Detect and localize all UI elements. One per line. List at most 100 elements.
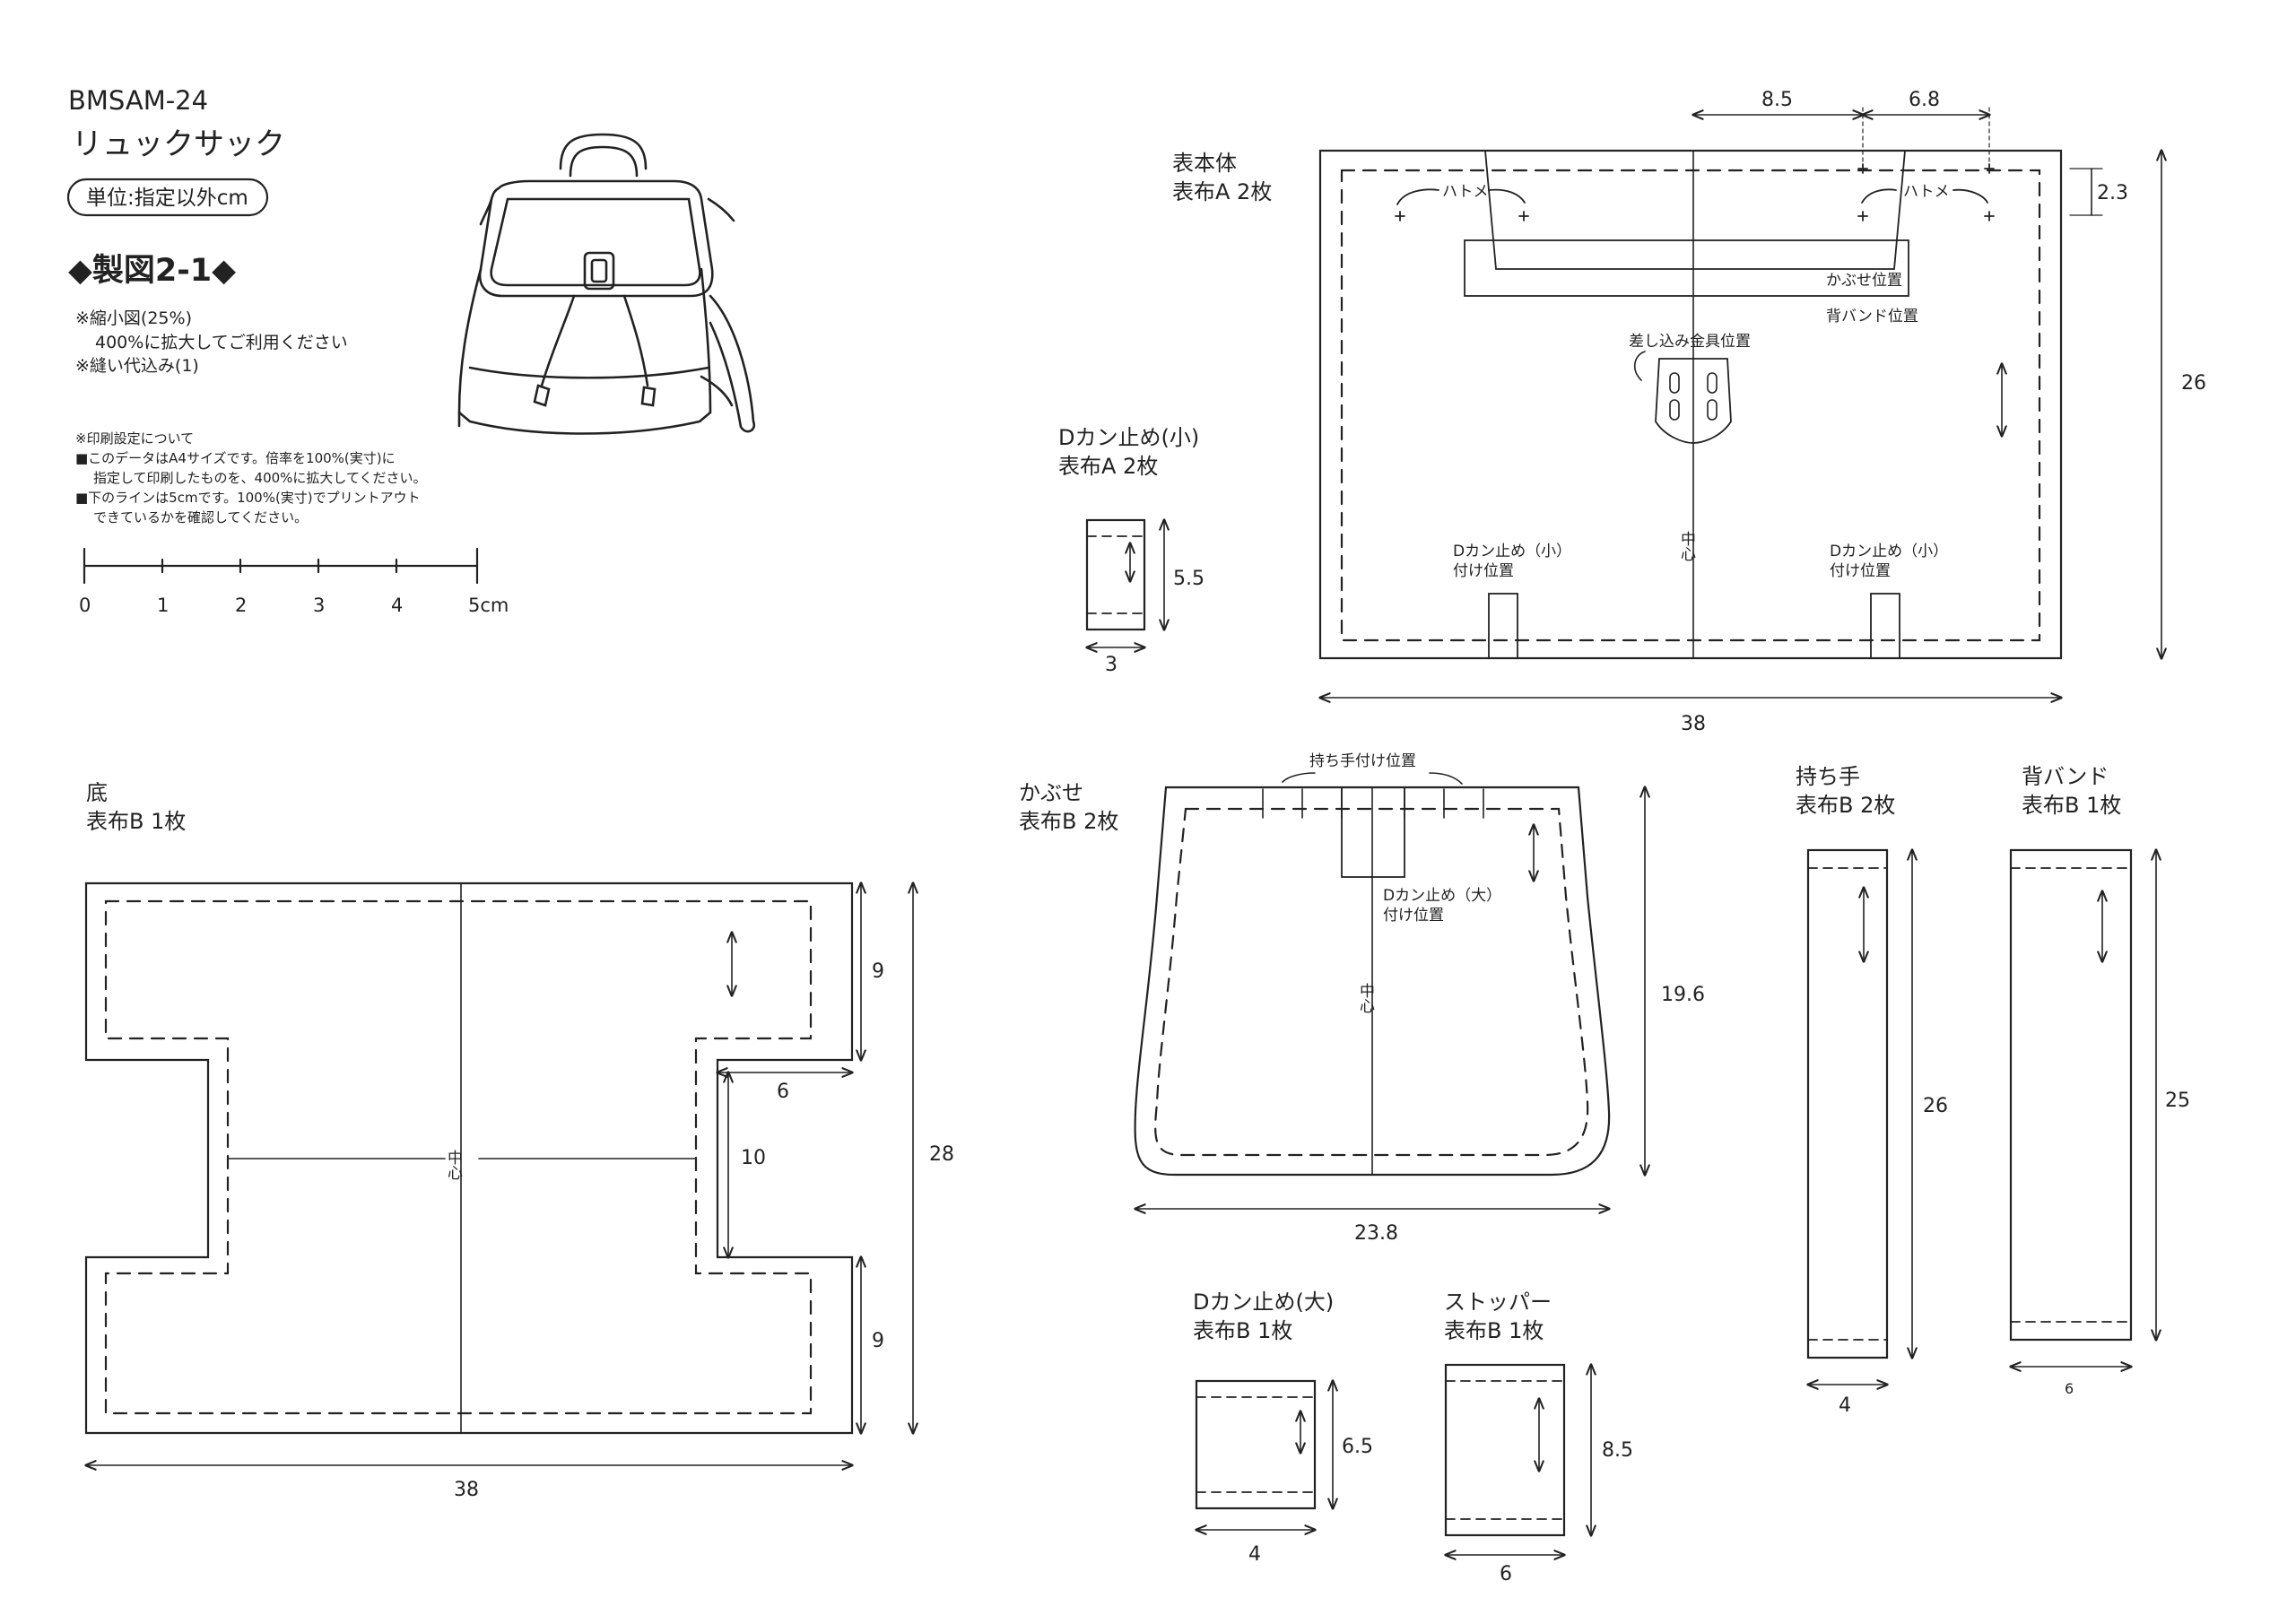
dring-large-outline <box>1195 1379 1317 1510</box>
bottom-dim-28: 28 <box>929 1143 954 1166</box>
main-body-dim-6-8: 6.8 <box>1909 89 1940 111</box>
main-body-outline <box>1318 149 2063 660</box>
note-enlarge: 400%に拡大してご利用ください <box>95 333 348 352</box>
bottom-dim-6: 6 <box>777 1081 789 1103</box>
main-body-dim-width: 38 <box>1681 713 1706 735</box>
flap-name: かぶせ <box>1019 780 1083 805</box>
main-body-center-label: 中心 <box>1677 531 1696 561</box>
note-reduced: ※縮小図(25%) <box>75 308 192 328</box>
bottom-material: 表布B 1枚 <box>86 809 186 834</box>
piece-dring-large: Dカン止め(大) 表布B 1枚 6.5 4 <box>1193 1290 1373 1566</box>
scale-bar <box>83 547 479 585</box>
backpack-illustration <box>457 133 756 435</box>
flap-position-label: かぶせ位置 <box>1826 272 1902 290</box>
flap-center-label: 中心 <box>1356 983 1375 1013</box>
handle-outline <box>1806 848 1889 1359</box>
dring-right-label-1: Dカン止め（小） <box>1830 543 1948 560</box>
dring-small-material: 表布A 2枚 <box>1058 454 1158 479</box>
main-body-seam-line <box>1340 169 2041 642</box>
scale-tick-4: 4 <box>391 595 403 616</box>
dring-small-dim-width: 3 <box>1105 654 1118 676</box>
dring-right-tab <box>1870 593 1900 659</box>
flap-material: 表布B 2枚 <box>1019 809 1118 834</box>
handle-dim-width: 4 <box>1839 1394 1851 1417</box>
dring-small-name: Dカン止め(小) <box>1058 425 1199 450</box>
piece-flap: かぶせ 表布B 2枚 持ち手付け位置 Dカン止め（大） 付け位置 中心 19.6 <box>1019 752 1705 1245</box>
back-band-dim-height: 25 <box>2165 1090 2190 1112</box>
section-title: ◆製図2-1◆ <box>68 253 236 289</box>
print-settings-line4: できているかを確認してください。 <box>93 509 308 525</box>
flap-dim-height: 19.6 <box>1661 984 1705 1006</box>
print-settings-line3: ■下のラインは5cmです。100%(実寸)でプリントアウト <box>75 490 421 506</box>
pattern-title: リュックサック <box>72 126 285 162</box>
dring-large-name: Dカン止め(大) <box>1193 1290 1334 1315</box>
back-band-material: 表布B 1枚 <box>2022 793 2121 818</box>
flap-seam-line <box>1154 807 1589 1157</box>
bottom-outline <box>84 881 854 1435</box>
handle-dim-height: 26 <box>1923 1095 1948 1117</box>
flap-position-box <box>1464 239 1909 297</box>
flap-dring-large-label-2: 付け位置 <box>1383 907 1444 925</box>
piece-back-band: 背バンド 表布B 1枚 25 6 <box>2011 764 2190 1397</box>
bottom-dim-9-top: 9 <box>872 960 884 983</box>
piece-stopper: ストッパー 表布B 1枚 8.5 6 <box>1444 1290 1633 1585</box>
bottom-name: 底 <box>86 780 108 805</box>
back-band-outline <box>2009 848 2133 1342</box>
bottom-dim-10: 10 <box>741 1147 766 1169</box>
stopper-dim-width: 6 <box>1500 1563 1512 1585</box>
bottom-dim-9-bottom: 9 <box>872 1330 884 1352</box>
dring-large-material: 表布B 1枚 <box>1193 1318 1292 1343</box>
back-band-name: 背バンド <box>2022 764 2109 789</box>
clasp-outline <box>1655 358 1732 444</box>
eyelet-left-label: ハトメ <box>1442 183 1489 201</box>
dring-small-outline <box>1085 518 1146 631</box>
handle-material: 表布B 2枚 <box>1796 793 1895 818</box>
piece-handle: 持ち手 表布B 2枚 26 4 <box>1796 764 1948 1417</box>
note-seam-allowance: ※縫い代込み(1) <box>75 356 199 376</box>
unit-badge: 単位:指定以外cm <box>86 187 248 210</box>
stopper-material: 表布B 1枚 <box>1444 1318 1544 1343</box>
piece-main-body: 表本体 表布A 2枚 かぶせ位置 背バンド位置 <box>1172 89 2206 735</box>
main-body-dim-8-5: 8.5 <box>1761 89 1793 111</box>
print-settings-line1: ■このデータはA4サイズです。倍率を100%(実寸)に <box>75 450 396 466</box>
pattern-code: BMSAM-24 <box>68 85 208 116</box>
stopper-dim-height: 8.5 <box>1602 1439 1633 1462</box>
main-body-material: 表布A 2枚 <box>1172 179 1272 204</box>
scale-tick-2: 2 <box>235 595 247 616</box>
stopper-name: ストッパー <box>1444 1290 1552 1315</box>
stopper-outline <box>1444 1363 1566 1537</box>
scale-tick-1: 1 <box>157 595 169 616</box>
bottom-seam-line <box>104 899 813 1415</box>
clasp-position-label: 差し込み金具位置 <box>1629 333 1751 351</box>
print-settings-title: ※印刷設定について <box>75 430 194 447</box>
back-band-position-label: 背バンド位置 <box>1826 308 1918 326</box>
unit-badge-frame <box>66 178 269 217</box>
bottom-dim-38: 38 <box>454 1479 479 1501</box>
dring-left-label-1: Dカン止め（小） <box>1453 543 1571 560</box>
scale-tick-0: 0 <box>79 595 91 616</box>
flap-handle-position-label: 持ち手付け位置 <box>1309 752 1416 770</box>
dring-right-label-2: 付け位置 <box>1830 562 1891 580</box>
main-body-dim-height: 26 <box>2181 372 2206 395</box>
dring-left-tab <box>1488 593 1518 659</box>
print-settings-line2: 指定して印刷したものを、400%に拡大してください。 <box>93 470 427 486</box>
flap-dring-large-box <box>1341 786 1405 878</box>
flap-outline <box>1134 786 1611 1177</box>
dring-small-dim-height: 5.5 <box>1173 568 1205 590</box>
scale-tick-3: 3 <box>313 595 325 616</box>
header: BMSAM-24 リュックサック 単位:指定以外cm ◆製図2-1◆ ※縮小図(… <box>66 85 509 616</box>
piece-bottom: 底 表布B 1枚 中心 9 6 10 9 28 38 <box>86 780 954 1501</box>
piece-dring-small: Dカン止め(小) 表布A 2枚 5.5 3 <box>1058 425 1205 676</box>
bottom-center-label: 中心 <box>444 1150 463 1180</box>
handle-name: 持ち手 <box>1796 764 1860 789</box>
eyelet-marks <box>1395 163 1995 221</box>
eyelet-right-label: ハトメ <box>1903 183 1950 201</box>
back-band-dim-width: 6 <box>2065 1380 2074 1397</box>
flap-dim-width: 23.8 <box>1354 1222 1398 1245</box>
dring-large-dim-width: 4 <box>1248 1543 1261 1566</box>
dring-large-dim-height: 6.5 <box>1342 1436 1373 1458</box>
main-body-name: 表本体 <box>1172 151 1237 176</box>
main-body-dim-2-3: 2.3 <box>2097 182 2128 204</box>
flap-dring-large-label-1: Dカン止め（大） <box>1383 887 1501 905</box>
